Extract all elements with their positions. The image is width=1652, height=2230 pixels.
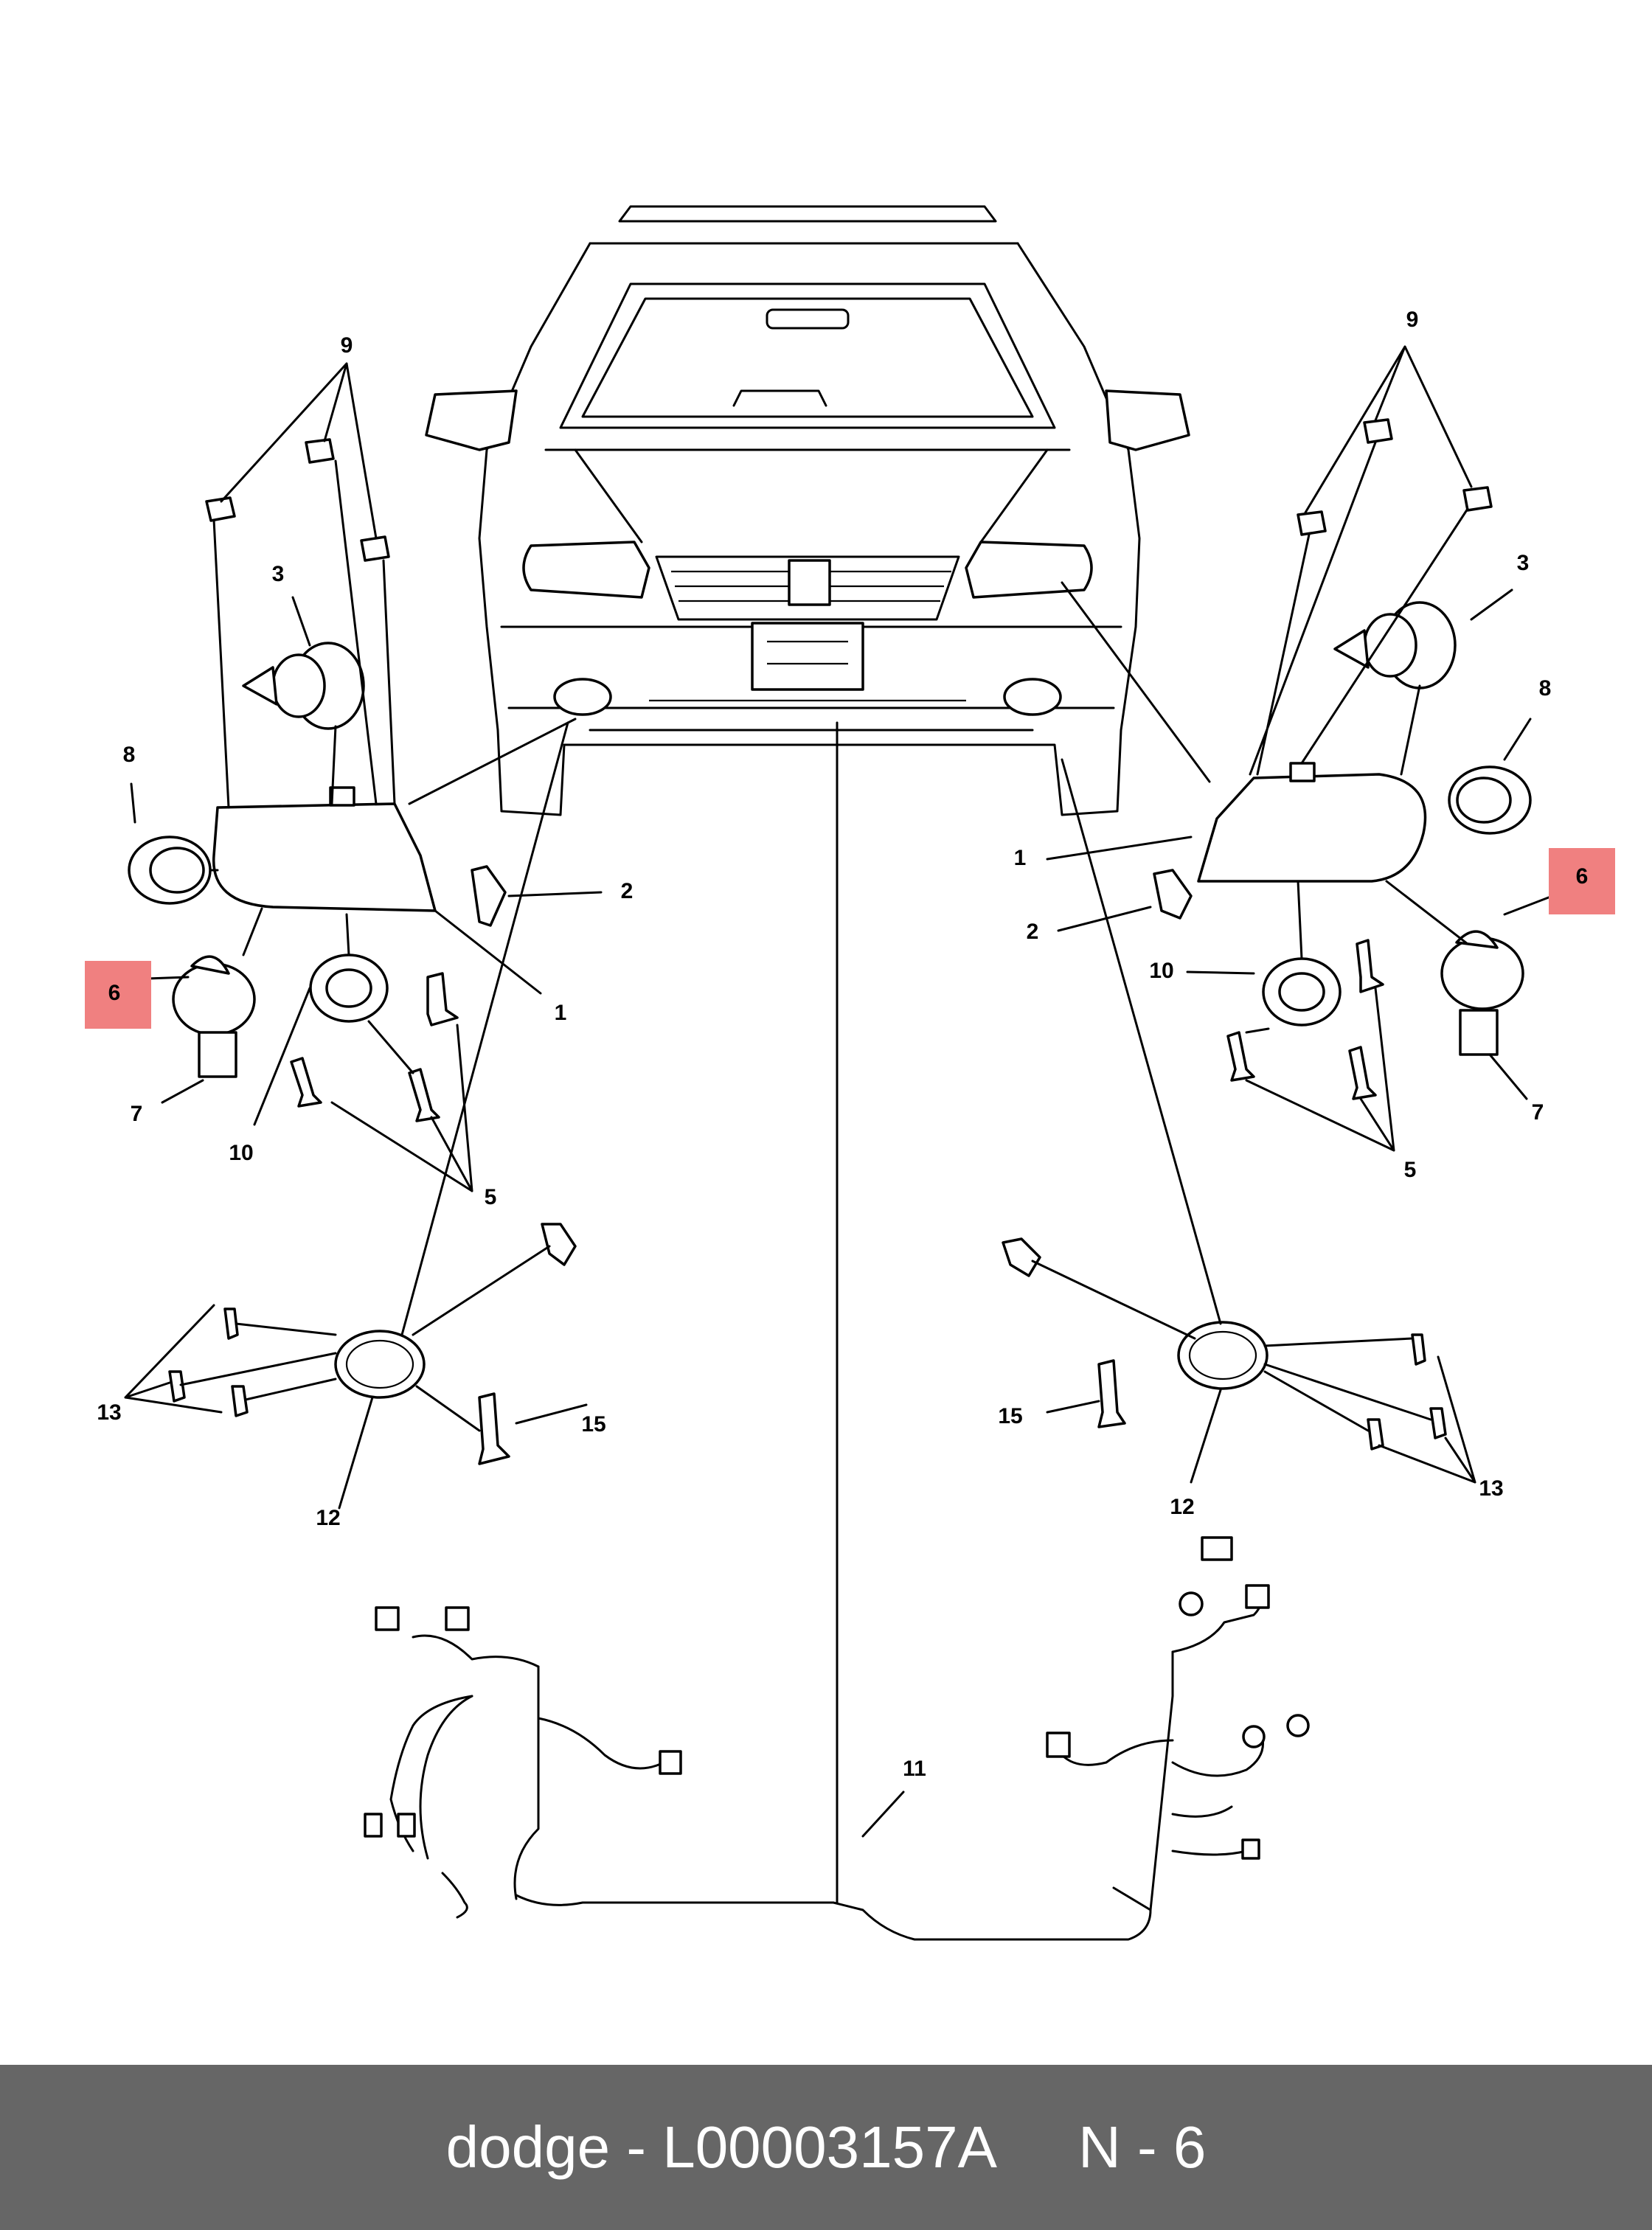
left-screw bbox=[426, 972, 459, 1027]
right-screw bbox=[1348, 1046, 1377, 1100]
left-retainer-clip bbox=[360, 535, 390, 562]
left-adjuster-screw bbox=[478, 1392, 510, 1465]
callout-label: 10 bbox=[1149, 959, 1173, 983]
highlight-box-left bbox=[85, 961, 151, 1029]
callout-label: 7 bbox=[131, 1102, 143, 1126]
right-pin bbox=[1411, 1333, 1426, 1366]
left-pin bbox=[231, 1385, 249, 1417]
callout-label: 13 bbox=[1479, 1476, 1503, 1501]
left-fog-lamp bbox=[334, 1330, 426, 1399]
callout-label: 8 bbox=[123, 743, 136, 767]
left-screw bbox=[290, 1057, 322, 1108]
callout-label: 10 bbox=[229, 1141, 253, 1165]
callout-label: 15 bbox=[581, 1412, 605, 1437]
left-adjuster bbox=[309, 954, 389, 1023]
right-headlamp-assembly bbox=[1197, 773, 1427, 883]
left-headlamp-bulb bbox=[242, 642, 365, 730]
callout-label: 8 bbox=[1539, 676, 1552, 701]
callout-label: 3 bbox=[272, 562, 285, 586]
callout-label: 11 bbox=[903, 1757, 926, 1781]
right-retainer-clip bbox=[1462, 486, 1493, 512]
right-bulb-seal-ring bbox=[1448, 765, 1532, 835]
callout-label: 6 bbox=[108, 981, 121, 1005]
callout-label: 15 bbox=[998, 1404, 1022, 1428]
callout-label: 12 bbox=[1170, 1495, 1194, 1519]
callout-label: 1 bbox=[1014, 846, 1027, 870]
left-parts-group bbox=[128, 438, 577, 1465]
right-headlamp-bulb bbox=[1333, 601, 1457, 690]
left-screw bbox=[408, 1068, 440, 1122]
right-bulb-socket bbox=[1440, 930, 1524, 1056]
callout-label: 9 bbox=[1406, 308, 1419, 332]
callout-label: 7 bbox=[1532, 1100, 1544, 1125]
wiring-harness bbox=[364, 1536, 1310, 1941]
right-screw bbox=[1226, 1031, 1255, 1082]
callout-label: 6 bbox=[1576, 864, 1589, 889]
highlight-box-right bbox=[1549, 848, 1615, 914]
right-pin bbox=[1429, 1407, 1447, 1439]
left-bolt bbox=[541, 1223, 577, 1266]
right-adjuster-screw bbox=[1097, 1359, 1126, 1428]
left-retainer-clip bbox=[305, 438, 335, 464]
callout-label: 12 bbox=[316, 1506, 340, 1530]
left-pin bbox=[168, 1370, 186, 1403]
callout-label: 9 bbox=[341, 333, 353, 358]
right-retainer-clip bbox=[1363, 418, 1393, 444]
footer-brand-part-number: dodge - L00003157A bbox=[445, 2114, 997, 2180]
right-pin bbox=[1367, 1418, 1384, 1451]
footer-caption-bar: dodge - L00003157A N - 6 bbox=[0, 2065, 1652, 2230]
left-headlamp-assembly bbox=[212, 802, 437, 912]
callout-label: 2 bbox=[621, 879, 634, 903]
left-bulb-socket bbox=[172, 955, 256, 1078]
callout-label: 3 bbox=[1517, 551, 1530, 575]
vehicle-front-view bbox=[425, 205, 1190, 816]
footer-page-reference: N - 6 bbox=[1077, 2114, 1207, 2180]
right-fog-lamp bbox=[1177, 1321, 1268, 1390]
callout-label: 13 bbox=[97, 1400, 121, 1425]
callout-label: 1 bbox=[555, 1001, 567, 1025]
right-parts-group bbox=[1002, 418, 1532, 1451]
right-bolt bbox=[1002, 1237, 1041, 1277]
callout-label: 5 bbox=[485, 1185, 497, 1209]
callout-label: 2 bbox=[1027, 920, 1039, 944]
left-bulb-seal-ring bbox=[128, 836, 212, 905]
exploded-parts-diagram: 9 3 8 2 1 6 7 10 5 13 15 12 9 3 8 1 6 2 … bbox=[85, 205, 1615, 1941]
callout-label: 5 bbox=[1404, 1158, 1417, 1182]
callout-labels: 9 3 8 2 1 6 7 10 5 13 15 12 9 3 8 1 6 2 … bbox=[97, 308, 1588, 1781]
right-retainer-clip bbox=[1297, 510, 1327, 536]
right-adjuster bbox=[1262, 957, 1342, 1027]
leader-lines bbox=[124, 345, 1554, 1904]
left-adjuster-clip bbox=[471, 865, 507, 927]
left-pin bbox=[223, 1307, 239, 1340]
right-adjuster-clip bbox=[1153, 869, 1193, 920]
right-screw bbox=[1356, 939, 1384, 993]
